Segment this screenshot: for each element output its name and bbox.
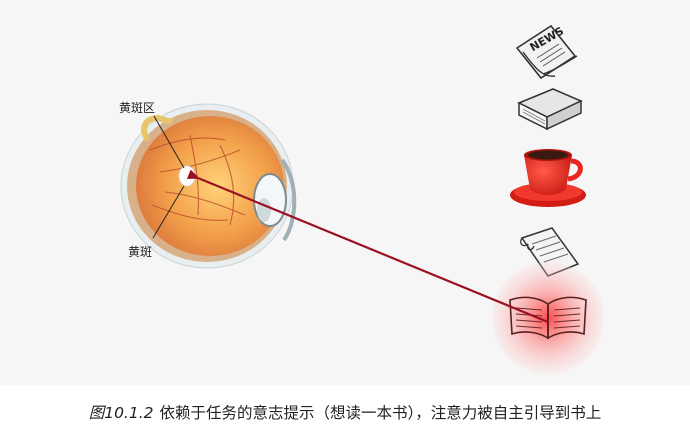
newspaper-icon: NEWS [515, 24, 578, 80]
eye-pupil [257, 198, 271, 222]
optic-nerve [141, 114, 173, 142]
figure-number: 图10.1.2 [88, 404, 154, 422]
macula-region-label: 黄斑区 [119, 101, 156, 115]
eye-illustration [120, 103, 297, 269]
caption-text: 依赖于任务的意志提示（想读一本书），注意力被自主引导到书上 [159, 404, 602, 422]
attention-arrow [186, 169, 549, 324]
figure-caption: 图10.1.2 依赖于任务的意志提示（想读一本书），注意力被自主引导到书上 [0, 393, 690, 433]
diagram-canvas: NEWS [119, 24, 604, 374]
eye-retina [136, 116, 284, 256]
eye-lens [253, 173, 287, 227]
open-book-icon [509, 296, 587, 340]
diagram-svg: NEWS [120, 24, 604, 374]
eye-vessels [149, 134, 246, 226]
macula-leader [152, 185, 185, 239]
eye-cornea [280, 158, 297, 242]
macula-label: 黄斑 [128, 245, 153, 259]
macula-spot [178, 165, 196, 187]
macula-region-leader [153, 115, 185, 169]
coffee-cup-icon [510, 149, 586, 207]
closed-book-icon [517, 88, 583, 131]
